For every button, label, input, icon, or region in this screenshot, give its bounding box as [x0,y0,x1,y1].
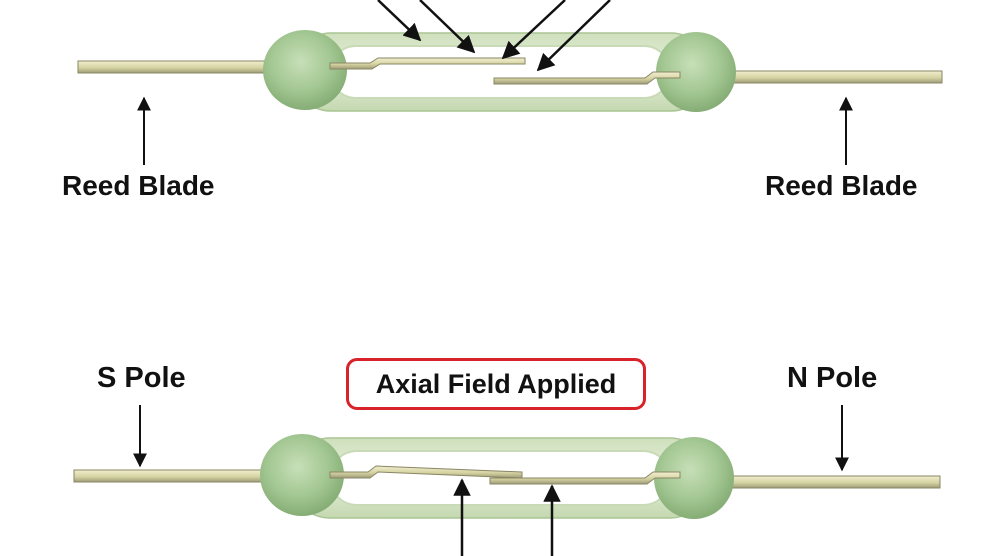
pointer-arrow-1 [377,0,422,42]
n-pole-label: N Pole [787,362,878,394]
axial-field-label: Axial Field Applied [375,368,617,399]
left-lead-top [77,60,284,74]
reed-blade-label-left: Reed Blade [62,170,215,201]
left-seal-top [263,30,347,110]
right-seal-top [656,32,736,112]
right-seal-bottom [654,437,734,519]
pointer-arrow-2 [419,0,476,54]
reed-blade-label-right: Reed Blade [765,170,918,201]
right-blade-top [493,71,681,85]
right-lead-top [717,70,943,84]
right-blade-bottom [489,471,681,485]
left-blade-top [329,57,526,70]
left-seal-bottom [260,434,344,516]
axial-field-box: Axial Field Applied [346,358,646,410]
pointer-arrow-4 [536,0,611,72]
left-lead-bottom [73,469,285,483]
reed-switch-open [77,0,943,165]
reed-switch-closed [73,405,941,556]
glass-inner-top [329,45,671,99]
right-lead-bottom [715,475,941,489]
pointer-arrow-3 [501,0,566,60]
s-pole-label: S Pole [97,362,186,394]
